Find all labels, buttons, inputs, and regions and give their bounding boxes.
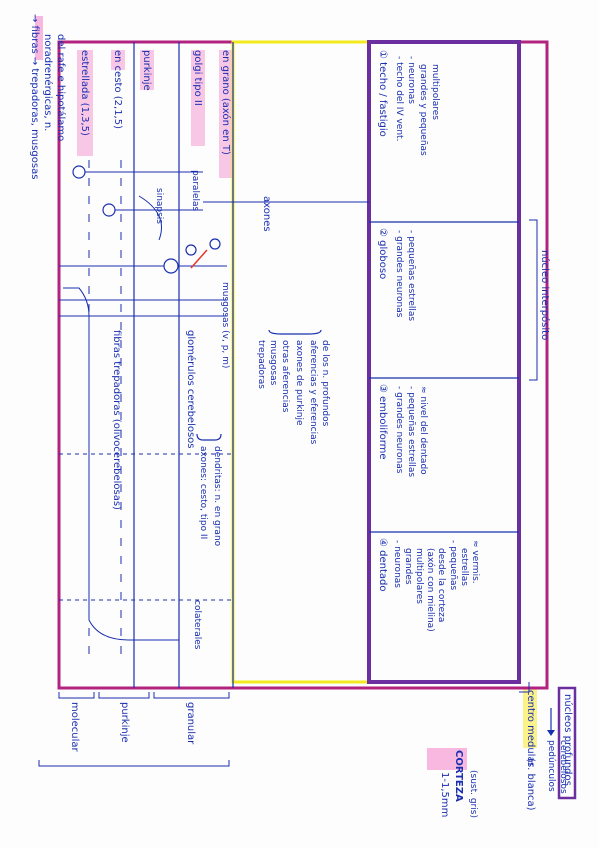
list-item-2: musgosas <box>268 340 278 386</box>
list-item-3: otras aferencias <box>280 340 290 413</box>
nucleus-4-line-5: desde la corteza <box>436 548 446 623</box>
list-extra: axones de purkinje <box>294 340 304 426</box>
cortex-thickness: 1-1,5mm <box>439 772 450 818</box>
highlight-purkinje-cell <box>140 50 154 90</box>
nucleus-2-line-2: - pequeñas estrellas <box>406 230 416 322</box>
glomerulos-brace <box>196 433 222 441</box>
nucleus-3-line-3: ≈ nivel del dentado <box>418 386 428 475</box>
bracket-interposito <box>529 219 538 381</box>
list-item-1: trepadoras <box>256 340 266 389</box>
label-golgi: golgi tipo II <box>192 50 203 106</box>
highlight-corteza <box>427 748 467 770</box>
cortex-label: CORTEZA <box>453 750 464 802</box>
yellow-brace <box>268 329 322 335</box>
nucleus-1-name: techo / fastigio <box>377 62 388 137</box>
label-purkinje-cell: purkinje <box>141 50 152 91</box>
highlight-fibras <box>35 16 43 60</box>
layer-granular: granular <box>185 702 196 745</box>
nucleus-4-line-7: estrellas <box>459 548 469 586</box>
bracket-corteza <box>38 760 230 767</box>
header-line3: del rafe e hipotálamo <box>55 34 66 142</box>
label-brace-2: dendritas: n. en grano <box>212 446 222 547</box>
highlight-en-cesto <box>111 50 125 70</box>
bracket-molecular <box>58 692 95 699</box>
nucleus-4-title: ④ dentado <box>377 538 388 592</box>
nucleus-4-line-4: (axón con mielina) <box>425 548 435 632</box>
centro-medular-label: centro medular <box>525 690 536 767</box>
centro-medular-suffix: (s. blanca) <box>525 758 536 811</box>
nucleus-3-title: ③ emboliforme <box>377 384 388 460</box>
basket-cell <box>102 203 116 217</box>
label-axones: axones <box>261 196 272 232</box>
golgi-soma <box>209 238 221 250</box>
label-colaterales: colaterales <box>192 600 202 650</box>
purkinje-soma <box>163 258 179 274</box>
layer-molecular: molecular <box>69 702 80 752</box>
label-sinapsis: sinapsis <box>154 188 164 224</box>
label-brace-1: axones: cesto, tipo II <box>198 446 208 540</box>
nucleus-2-title: ② globoso <box>377 228 388 280</box>
highlight-centro-medular <box>523 688 537 748</box>
nucleus-4-line-3: multipolares <box>414 548 424 604</box>
nucleos-label-box <box>557 686 577 800</box>
label-glomerulos: glomérulos cerebelosos <box>185 330 196 449</box>
nucleus-2-name: globoso <box>377 240 388 280</box>
bracket-corner <box>519 682 530 693</box>
label-musgosas: musgosas (v, p, m) <box>220 282 230 369</box>
nucleus-4-line-1: - neuronas <box>392 540 402 588</box>
nucleus-4-line-2: grandes <box>403 548 413 585</box>
label-en-grano: en grano (axón en T) <box>220 50 231 155</box>
nucleus-1-line-1: - techo del IV vent. <box>394 56 404 142</box>
label-en-cesto: en cesto (2,1,5) <box>112 50 123 129</box>
nucleus-4-line-8: ≈ vermis. <box>470 540 480 584</box>
highlight-estrellada <box>77 50 93 156</box>
grano-soma <box>185 244 197 256</box>
nucleus-3-line-1: - grandes neuronas <box>394 386 404 474</box>
list-eferencias: aferencias y eferencias <box>308 340 318 445</box>
highlight-en-grano <box>219 50 233 178</box>
climbing-fiber <box>63 287 179 641</box>
red-synapse-arrow <box>190 249 208 269</box>
header-line2: noradrenérgicas, n. <box>42 34 53 132</box>
cm-target-1: pedúnculos <box>546 740 556 792</box>
bracket-purkinje <box>98 692 150 699</box>
nucleus-3-name: emboliforme <box>377 396 388 460</box>
interposito-label: núcleo interpósito <box>539 250 550 341</box>
nucleus-4-line-6: - pequeñas <box>448 540 458 591</box>
header-line1: → fibras → trepadoras, musgosas <box>29 14 40 180</box>
stellate-cell <box>72 165 86 179</box>
nucleus-1-line-4: multipolares <box>430 64 440 120</box>
nucleus-1-line-2: - neuronas <box>406 56 416 104</box>
sinapsis-arc <box>138 195 162 241</box>
nucleus-1-line-3: grandes y pequeñas <box>418 64 428 156</box>
nucleus-1-title: ① techo / fastigio <box>377 50 388 137</box>
label-fibras-trepadoras: fibras trepadoras (olivocerebelosas) <box>111 330 122 510</box>
cortex-sub: (sust. gris) <box>468 770 478 818</box>
list-de-los: de los n. profundos <box>320 340 330 427</box>
highlight-golgi <box>191 50 205 146</box>
layer-purkinje: purkinje <box>119 702 130 743</box>
bracket-granular <box>153 692 230 699</box>
cm-arrow-head <box>547 730 555 736</box>
nucleus-2-line-1: - grandes neuronas <box>394 230 404 318</box>
nuclei-box <box>367 40 521 684</box>
label-paralelas: paralelas <box>190 170 200 212</box>
nucleus-3-line-2: - pequeñas estrellas <box>406 386 416 478</box>
nucleus-4-name: dentado <box>377 550 388 592</box>
nucleos-profundos-label: núcleos profundos <box>562 694 573 786</box>
label-estrellada: estrellada (1,3,5) <box>79 50 90 136</box>
